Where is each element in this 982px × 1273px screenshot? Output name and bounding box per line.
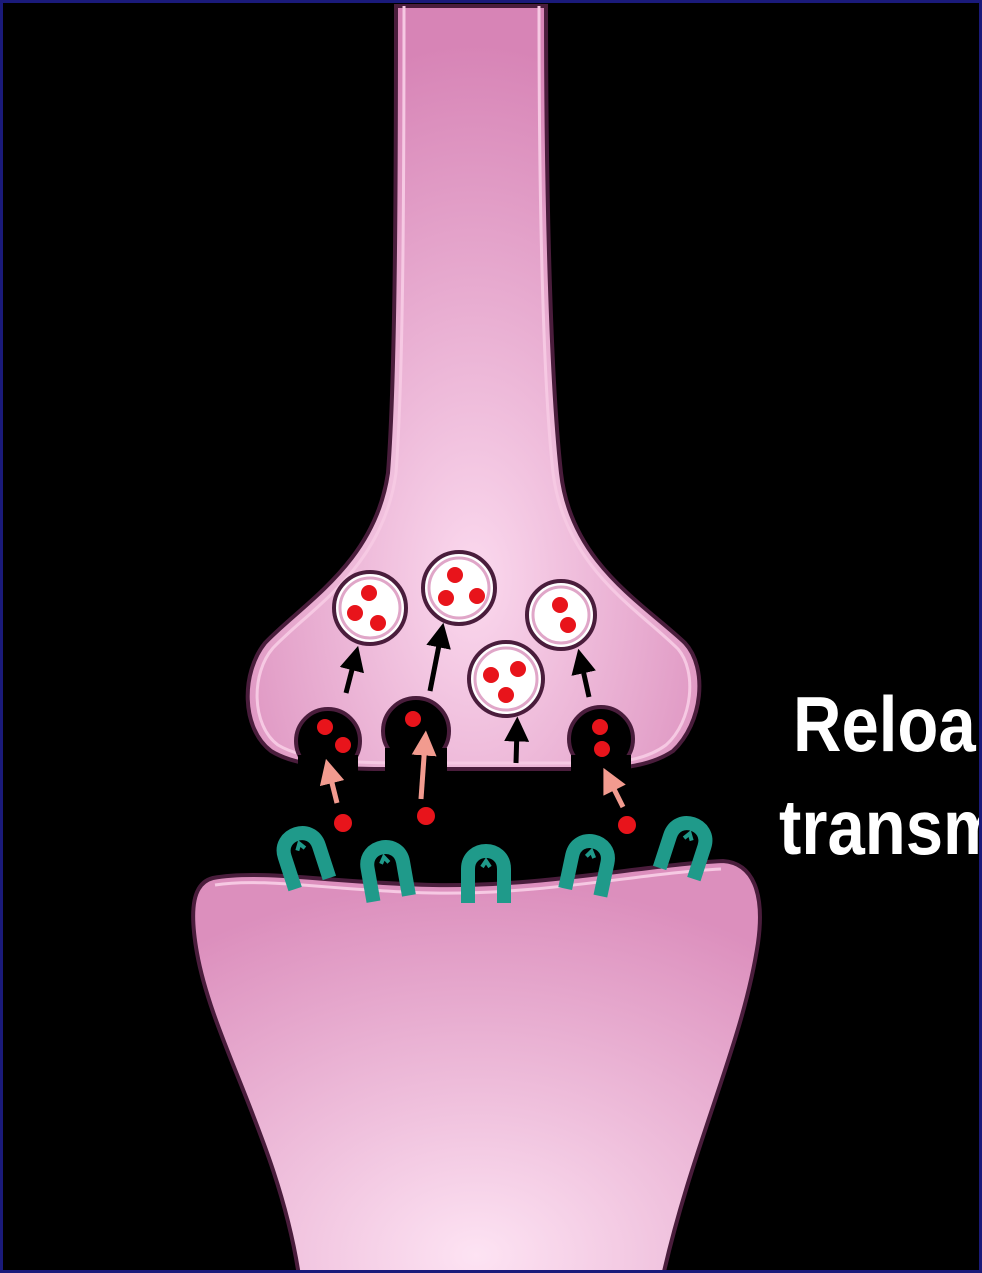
neurotransmitter-dot-icon	[417, 807, 435, 825]
caption-line-2: transm	[779, 788, 982, 866]
synapse-diagram	[3, 3, 982, 1273]
postsynaptic-cell	[193, 861, 760, 1273]
vesicle-icon	[527, 581, 595, 649]
arrow-icon	[516, 729, 517, 763]
neurotransmitter-dot-icon	[592, 719, 608, 735]
arrow-icon	[609, 779, 623, 807]
endocytic-pit-middle	[383, 698, 449, 778]
neurotransmitter-dot-icon	[618, 816, 636, 834]
neurotransmitter-dot-icon	[594, 741, 610, 757]
vesicle-icon	[334, 572, 406, 644]
neurotransmitter-dot-icon	[405, 711, 421, 727]
neurotransmitter-dot-icon	[334, 814, 352, 832]
neurotransmitter-dot-icon	[335, 737, 351, 753]
vesicle-icon	[469, 642, 543, 716]
caption-line-1: Reloa	[793, 685, 976, 763]
vesicle-icon	[423, 552, 495, 624]
neurotransmitter-dot-icon	[317, 719, 333, 735]
presynaptic-terminal	[248, 6, 700, 769]
